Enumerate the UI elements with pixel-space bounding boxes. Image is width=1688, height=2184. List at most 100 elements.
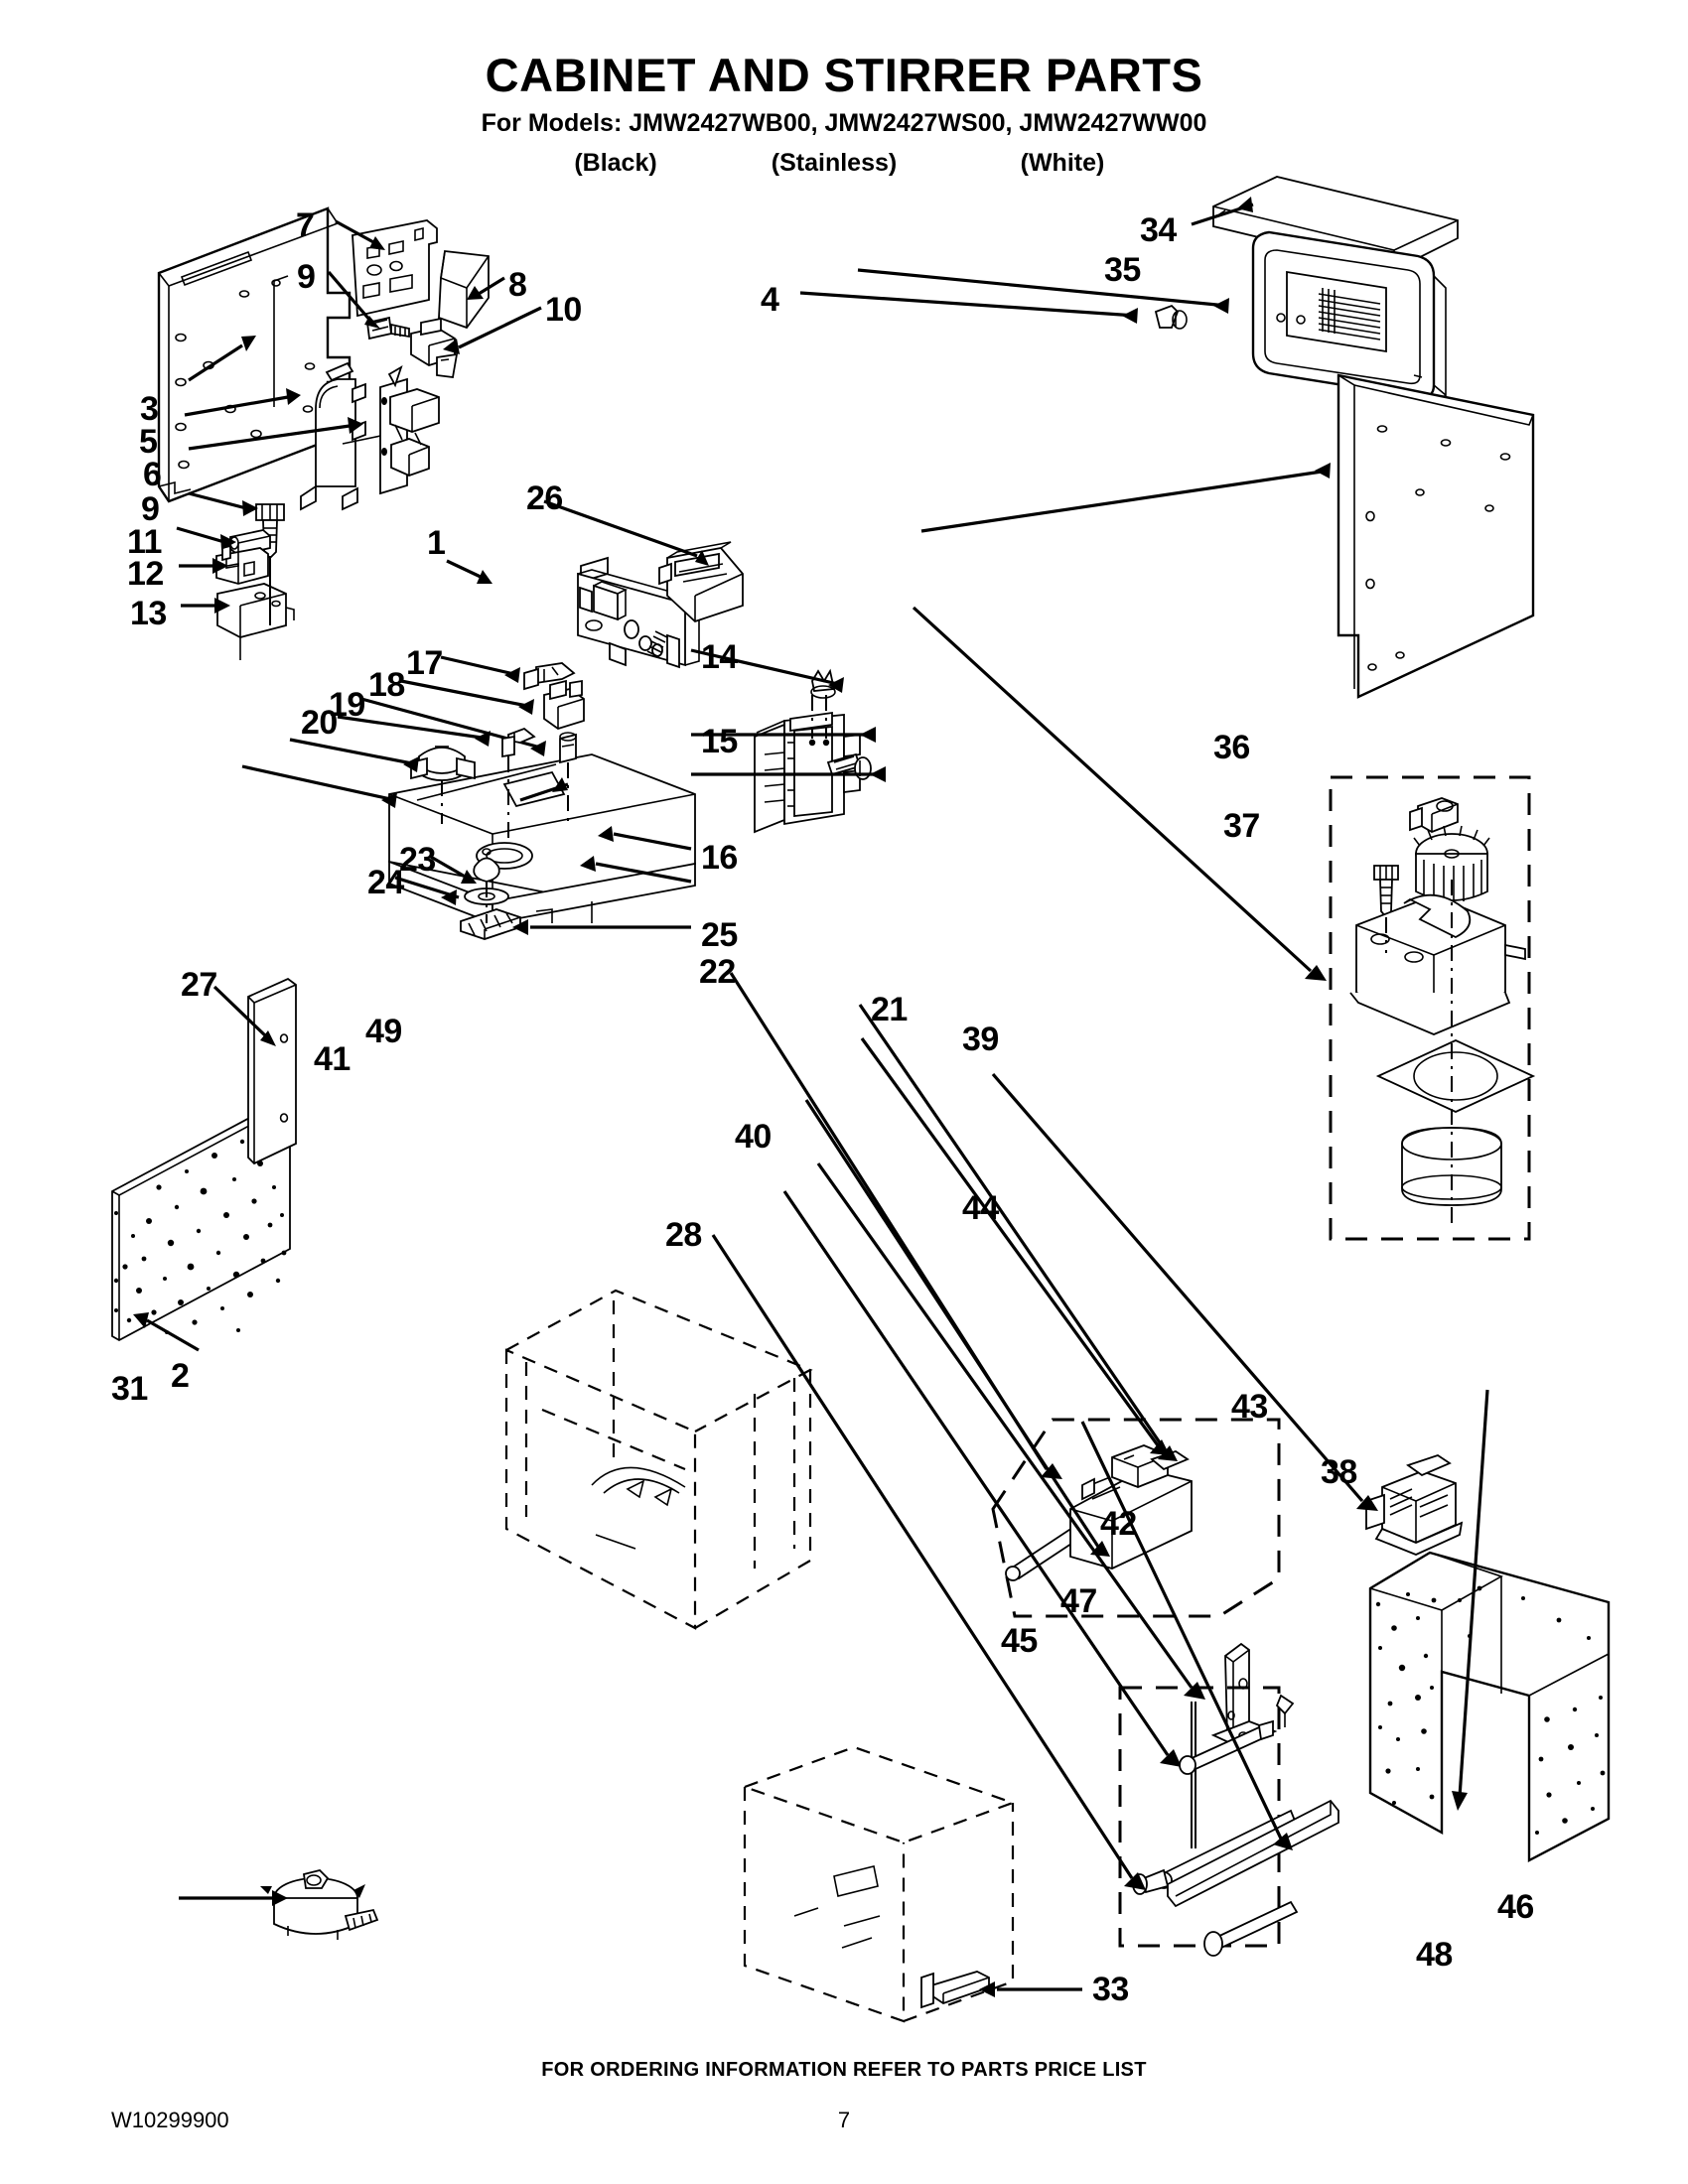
oven-cavity-phantom	[504, 1289, 813, 1630]
page-number: 7	[837, 2108, 851, 2132]
oven-base-phantom	[741, 1745, 1017, 2023]
leader-33	[979, 1981, 1082, 1997]
callout-13: 13	[130, 595, 167, 632]
leader-17	[440, 655, 520, 683]
leader-22	[729, 972, 1062, 1479]
callout-43: 43	[1231, 1388, 1268, 1426]
leader-18	[400, 679, 534, 715]
part-26-magnetron-cover	[658, 541, 744, 623]
part-3-side-panel	[157, 206, 352, 503]
callout-41: 41	[314, 1040, 351, 1078]
callout-45: 45	[1001, 1622, 1038, 1660]
color-black: (Black)	[574, 149, 657, 177]
part-25-stirrer-blade	[460, 908, 521, 940]
footer-note: FOR ORDERING INFORMATION REFER TO PARTS …	[541, 2059, 1147, 2081]
leader-28	[711, 1234, 1146, 1890]
callout-37: 37	[1223, 807, 1260, 845]
callout-7: 7	[296, 206, 315, 244]
callout-49: 49	[365, 1013, 402, 1050]
callout-11: 11	[127, 523, 162, 561]
leader-47	[816, 1162, 1205, 1700]
part-1-control-board	[577, 556, 702, 669]
callout-2: 2	[171, 1357, 190, 1395]
callout-31: 31	[111, 1370, 148, 1408]
leader-8	[467, 276, 505, 300]
leader-26	[543, 499, 709, 566]
part-34-top-panel	[1212, 176, 1459, 271]
callout-27: 27	[181, 966, 217, 1004]
callout-40: 40	[735, 1118, 772, 1156]
part-36-rear-panel	[1336, 373, 1535, 699]
callout-6: 6	[143, 456, 162, 493]
callout-48: 48	[1416, 1936, 1453, 1974]
leader-11	[176, 526, 236, 550]
leader-16	[598, 826, 692, 851]
callout-9-lower: 9	[141, 490, 160, 528]
part-47-bracket	[1210, 1642, 1278, 1748]
part-5-waveguide-cover	[300, 361, 386, 511]
leader-42	[804, 1099, 1110, 1557]
callout-35: 35	[1104, 251, 1141, 289]
leader-2	[133, 1312, 200, 1352]
callout-26: 26	[526, 479, 563, 517]
leader-6	[188, 417, 363, 451]
part-8-air-duct	[438, 250, 490, 330]
leader-13	[181, 598, 230, 614]
part-11-fuse	[229, 529, 271, 556]
part-12-fuse-holder	[215, 544, 269, 585]
part-10-latch-switch	[410, 317, 459, 378]
callout-33: 33	[1092, 1971, 1129, 2008]
leader-38	[991, 1072, 1378, 1511]
callout-42: 42	[1100, 1505, 1137, 1543]
color-white: (White)	[1020, 149, 1105, 177]
page-title: CABINET AND STIRRER PARTS	[485, 49, 1203, 101]
callout-22: 22	[699, 953, 736, 991]
part-6-transformer-assembly	[379, 365, 440, 495]
callout-15: 15	[701, 723, 738, 760]
callout-44: 44	[962, 1189, 999, 1227]
leader-48	[1080, 1421, 1293, 1850]
callout-25: 25	[701, 916, 738, 954]
leader-12	[179, 558, 228, 574]
part-37-stirrer-motor-assembly	[1329, 775, 1536, 1241]
leader-9b	[188, 491, 258, 516]
callout-5: 5	[139, 423, 158, 461]
leader-7	[335, 219, 385, 250]
callout-23: 23	[399, 841, 436, 879]
leader-39	[691, 766, 886, 782]
leader-37	[912, 606, 1327, 981]
part-39-screw	[826, 752, 872, 780]
part-35-trim-frame	[1251, 230, 1447, 411]
callout-3: 3	[140, 390, 159, 428]
callout-39: 39	[962, 1021, 999, 1058]
part-7-mounting-bracket	[352, 219, 438, 318]
leader-24	[394, 876, 460, 905]
callout-17: 17	[406, 644, 443, 682]
leader-44	[580, 856, 692, 884]
part-16-waveguide-housing	[388, 753, 696, 925]
callout-20: 20	[301, 704, 338, 742]
leader-19	[360, 697, 546, 756]
color-legend: (Black)(Stainless)(White)	[0, 149, 1688, 178]
part-9b-screw	[255, 503, 285, 560]
callout-46: 46	[1497, 1888, 1534, 1926]
callout-21: 21	[871, 991, 908, 1028]
leader-3	[188, 336, 256, 382]
part-2-insulation-panel	[111, 1098, 291, 1342]
part-17-wire-clip	[523, 662, 576, 691]
part-9-screw-upper	[366, 316, 410, 341]
models-line: For Models: JMW2427WB00, JMW2427WS00, JM…	[481, 109, 1207, 137]
callout-8: 8	[508, 266, 527, 304]
part-18-bracket	[543, 679, 585, 730]
callout-4: 4	[761, 281, 779, 319]
leader-40	[519, 777, 569, 802]
part-45-rod	[1191, 1702, 1196, 1848]
part-19-coupler	[559, 732, 577, 764]
leader-21	[858, 1004, 1178, 1461]
callout-47: 47	[1060, 1582, 1097, 1620]
callout-34: 34	[1140, 211, 1177, 249]
part-14-antenna-cap	[810, 668, 836, 699]
part-33-bracket	[920, 1971, 990, 2009]
